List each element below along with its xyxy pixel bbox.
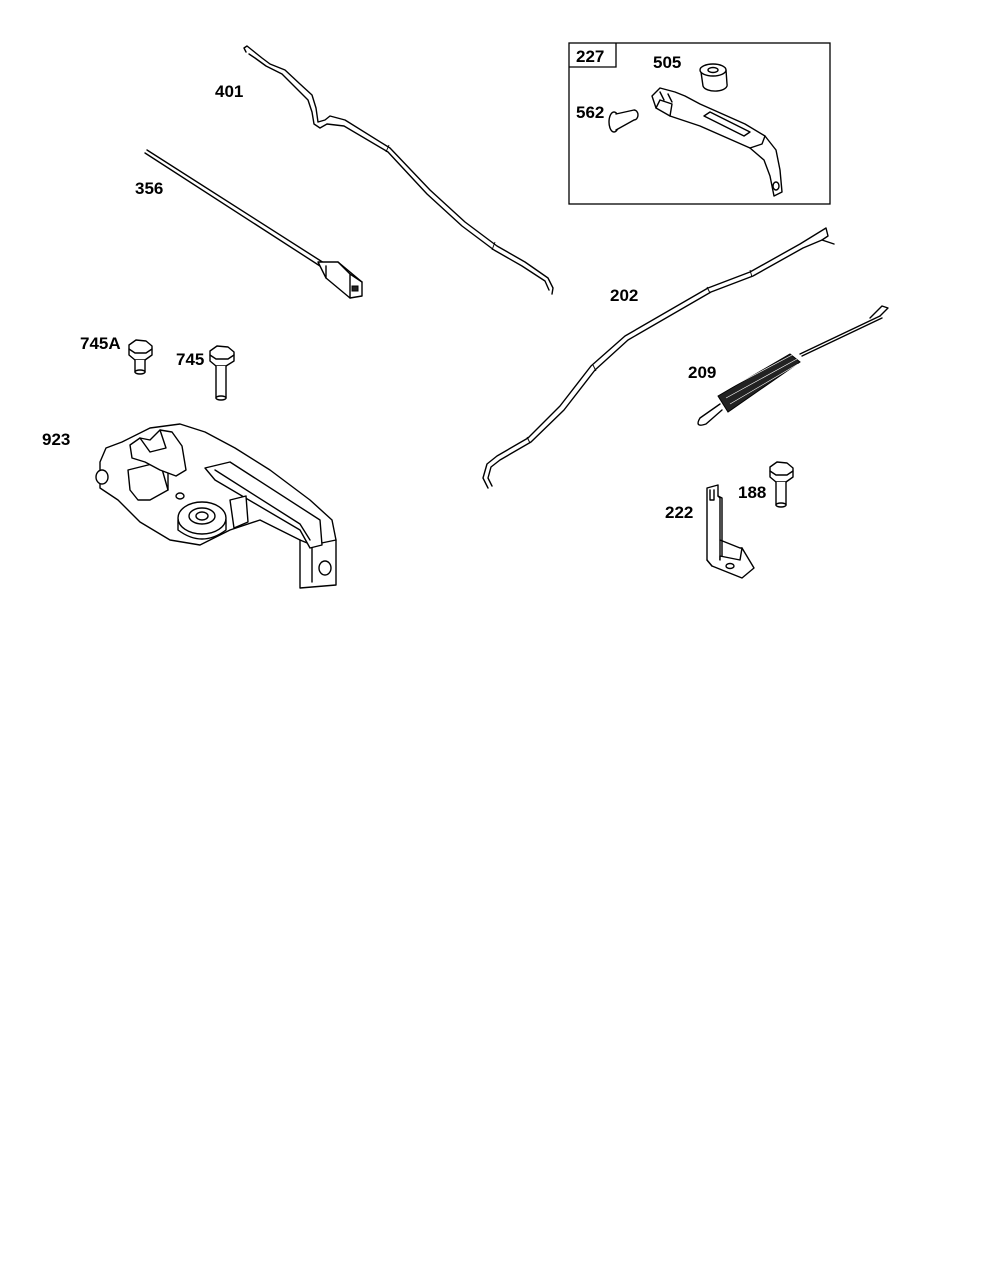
callout-745a: 745A: [80, 334, 121, 353]
part-505-bushing: [699, 63, 728, 92]
part-222-bracket: [706, 484, 755, 579]
part-562-pin: [608, 109, 639, 133]
callout-923: 923: [42, 430, 70, 449]
callout-202: 202: [610, 286, 638, 305]
callout-188: 188: [738, 483, 766, 502]
part-209-spring: [697, 305, 889, 426]
part-356-ground-wire: [144, 149, 363, 299]
callout-222: 222: [665, 503, 693, 522]
part-401-link-rod: [243, 45, 554, 295]
part-188-bolt: [769, 461, 794, 508]
kit-227-box: 227 505 562: [568, 42, 831, 205]
callout-562: 562: [576, 103, 604, 122]
callout-505: 505: [653, 53, 681, 72]
part-745-bolt: [209, 345, 235, 401]
callout-356: 356: [135, 179, 163, 198]
callout-401: 401: [215, 82, 243, 101]
part-governor-lever: [651, 87, 783, 197]
callout-209: 209: [688, 363, 716, 382]
part-923-control-bracket: [95, 423, 337, 589]
callout-745: 745: [176, 350, 204, 369]
callout-227: 227: [576, 47, 604, 66]
part-202-throttle-rod: [482, 227, 835, 489]
part-745a-bolt: [128, 339, 153, 375]
